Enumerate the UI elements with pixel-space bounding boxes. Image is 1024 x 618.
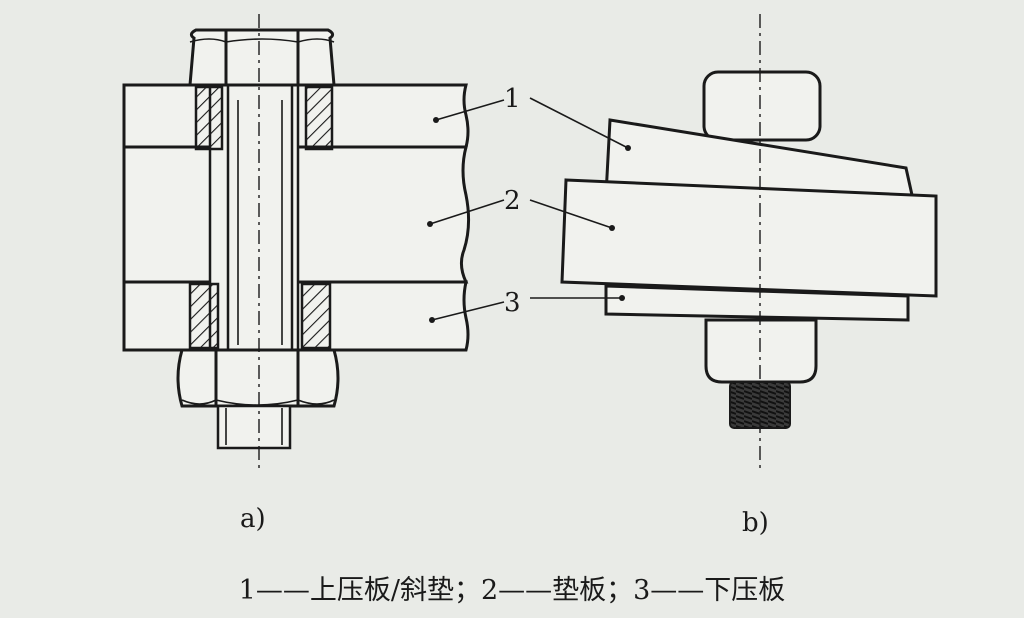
part-number-1: 1	[504, 84, 521, 114]
figure-caption: 1——上压板/斜垫；2——垫板；3——下压板	[238, 575, 786, 606]
lower-sleeve-right	[300, 282, 332, 350]
bolt-end	[216, 404, 292, 450]
bolt-head-b	[702, 70, 822, 142]
panel-label-b: b)	[742, 508, 769, 538]
view-a	[122, 14, 505, 470]
panel-label-a: a)	[240, 504, 266, 534]
part-number-3: 3	[504, 288, 521, 318]
nut-b	[704, 318, 818, 384]
lower-plate-b	[604, 284, 910, 322]
backing-plate	[560, 178, 938, 298]
upper-sleeve-right	[304, 85, 334, 151]
part-number-2: 2	[504, 186, 521, 216]
lower-sleeve-left	[188, 282, 220, 350]
view-b	[529, 14, 938, 470]
nut	[176, 348, 340, 408]
upper-sleeve-left	[194, 85, 224, 151]
